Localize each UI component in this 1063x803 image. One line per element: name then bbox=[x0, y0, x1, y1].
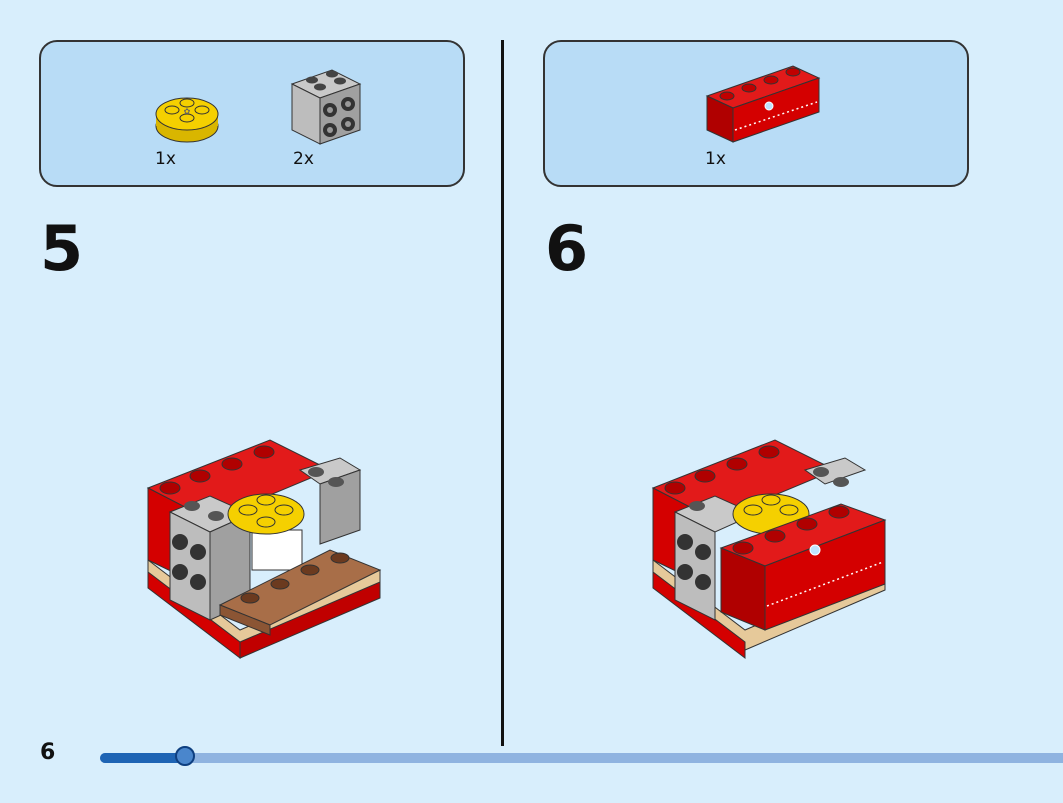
step-6-number: 6 bbox=[545, 212, 589, 285]
progress-track bbox=[100, 746, 1063, 766]
step-divider bbox=[501, 40, 504, 746]
step-5-part-1-qty: 1x bbox=[155, 149, 176, 169]
step-5-number: 5 bbox=[40, 212, 84, 285]
progress-fill bbox=[100, 753, 185, 763]
red-decorated-brick-icon bbox=[705, 65, 821, 143]
gray-brick-with-studs-icon bbox=[290, 69, 362, 145]
step-6-model-illustration bbox=[651, 439, 887, 660]
step-6-parts-panel: 1x bbox=[543, 40, 969, 187]
step-5-parts-panel: ✿ 1x 2x bbox=[39, 40, 465, 187]
step-6-part-1-qty: 1x bbox=[705, 149, 726, 169]
step-5-model-illustration bbox=[146, 439, 382, 660]
progress-knob bbox=[175, 746, 195, 766]
svg-text:✿: ✿ bbox=[184, 107, 191, 116]
step-5-part-2-qty: 2x bbox=[293, 149, 314, 169]
page-number: 6 bbox=[40, 740, 56, 765]
yellow-round-plate-icon: ✿ bbox=[155, 97, 219, 143]
